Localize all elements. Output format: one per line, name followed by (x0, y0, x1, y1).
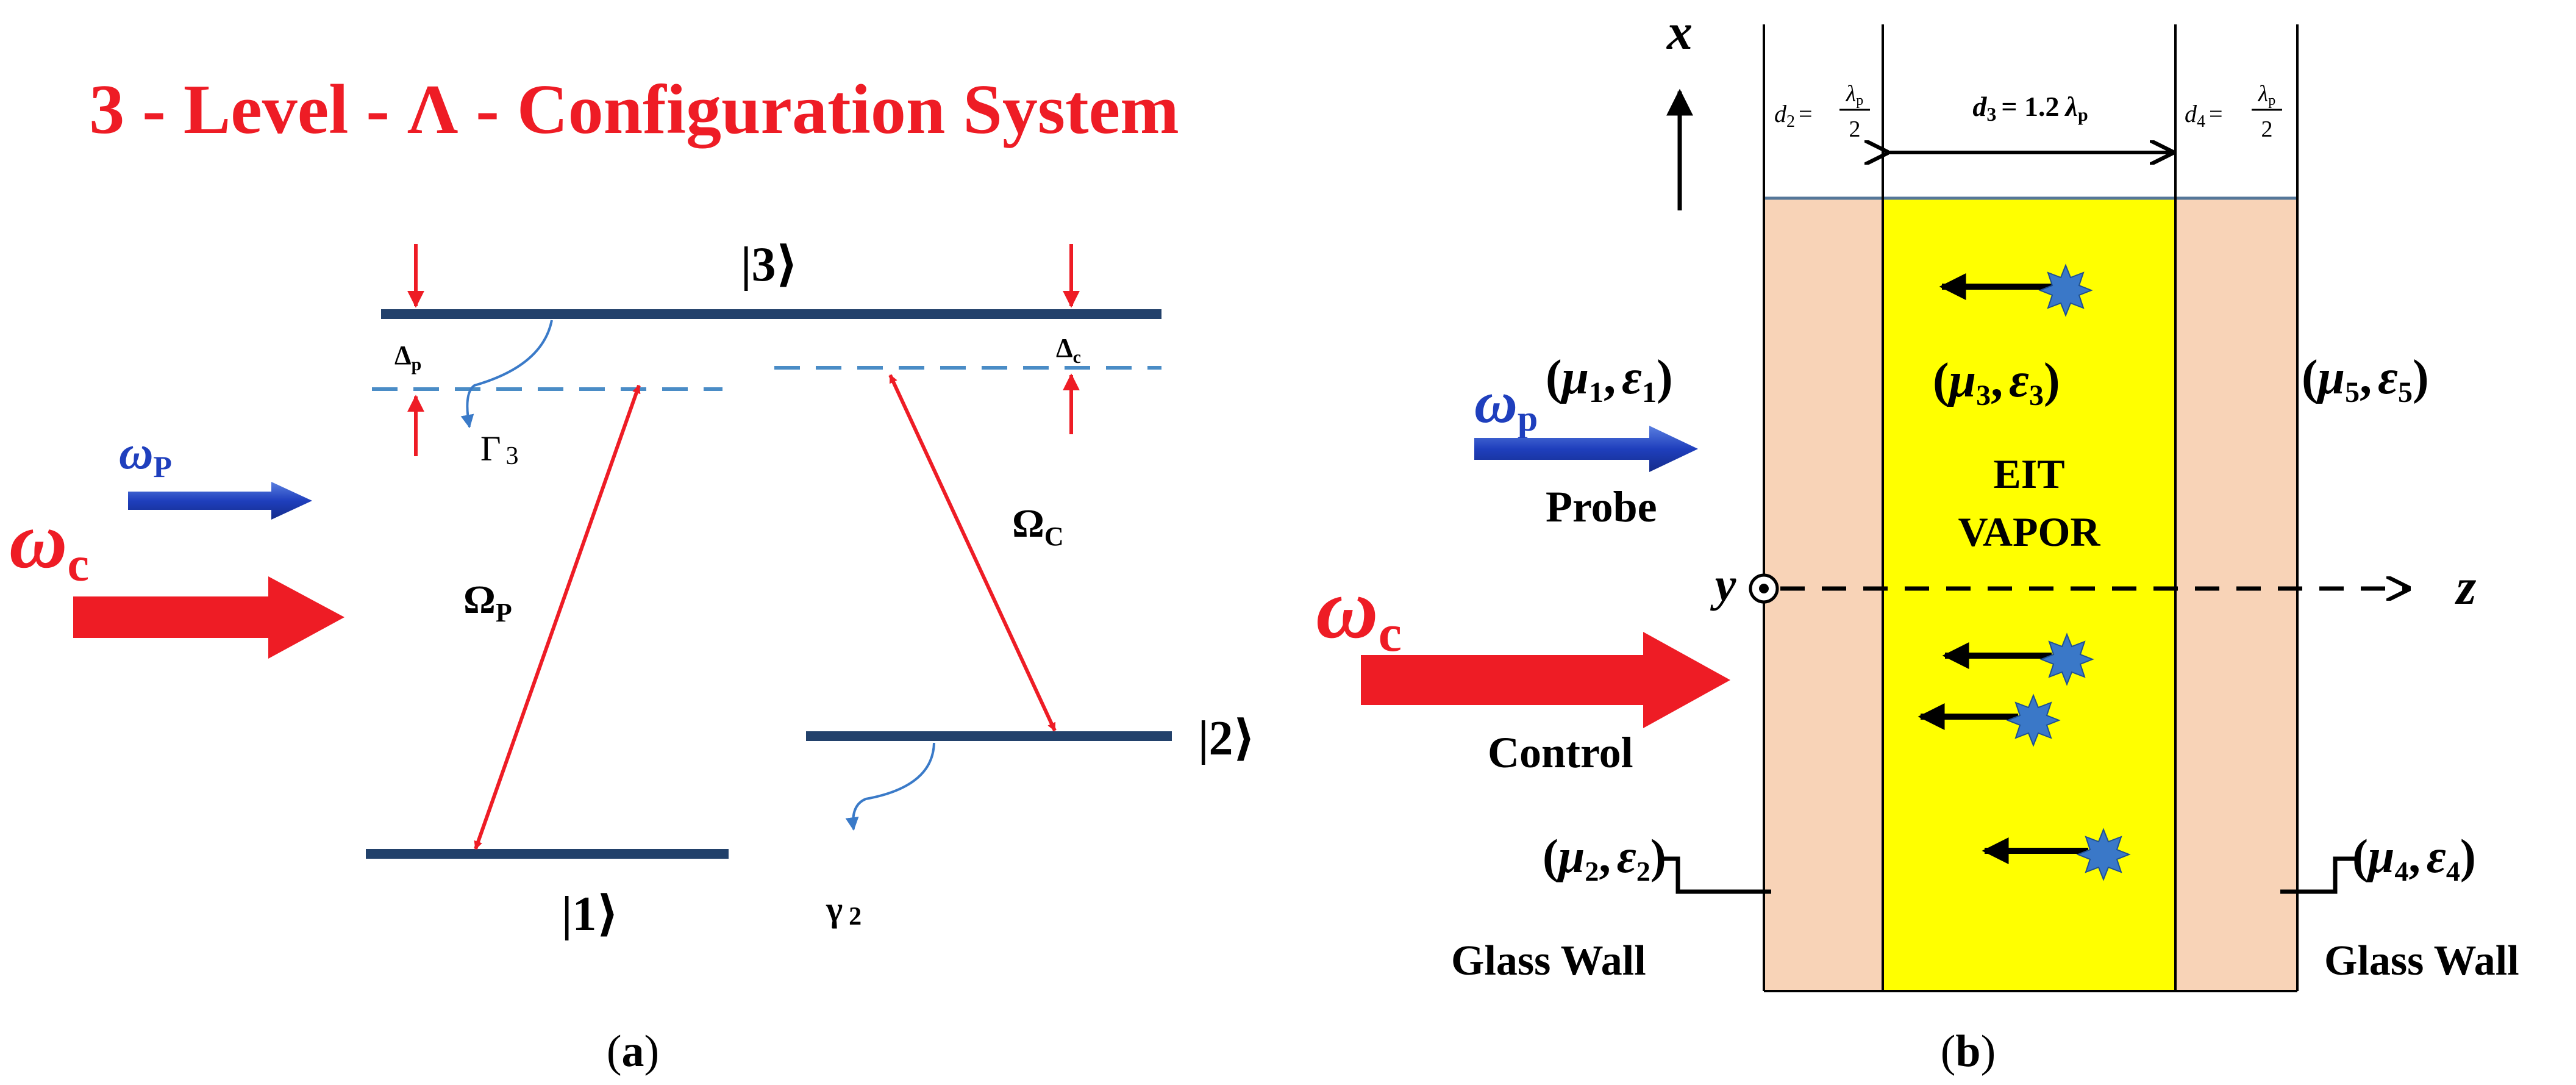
glass-wall-right-label: Glass Wall (2324, 937, 2519, 984)
control-label: Control (1488, 728, 1633, 777)
probe-label: Probe (1546, 482, 1657, 531)
panel-a-title: 3 - Level - Λ - Configuration System (89, 71, 1179, 149)
glass-wall-left-label: Glass Wall (1451, 937, 1646, 984)
medium-2-label: (μ2,ε2) (1543, 829, 1666, 887)
y-axis-label: y (1710, 558, 1736, 611)
d2-label: d2= (1774, 100, 1813, 131)
control-beam-arrow (1361, 632, 1730, 728)
medium-1-label: (μ1,ε1) (1546, 351, 1673, 409)
vapor-label-line1: EIT (1993, 451, 2064, 497)
d2-denominator: 2 (1849, 116, 1861, 142)
gamma3-decay-arrow (460, 320, 553, 429)
rabi-p-label: ΩP (463, 578, 512, 628)
delta-p-label: Δp (394, 340, 421, 374)
gamma2-decay-arrow (845, 742, 935, 831)
glass-wall-right-leader (2280, 856, 2355, 894)
omega-p-label: ωP (119, 426, 172, 484)
rabi-p-transition-arrow (474, 384, 641, 850)
d4-denominator: 2 (2261, 116, 2273, 142)
panel-a: 3 - Level - Λ - Configuration System |3⟩… (9, 71, 1255, 1076)
probe-beam-arrow (1474, 426, 1698, 472)
omega-c-beam-arrow (73, 576, 344, 659)
glass-wall-left-leader (1658, 856, 1771, 894)
medium-5-label: (μ5,ε5) (2302, 351, 2429, 409)
vapor-label-line2: VAPOR (1958, 509, 2101, 555)
atom-3 (1918, 693, 2061, 747)
omega-p-beam-arrow (128, 482, 312, 520)
d2-numerator: λp (1846, 81, 1863, 109)
vapor-region (1883, 198, 2175, 991)
omega-c-label: ωc (9, 495, 89, 592)
level-3-label: |3⟩ (741, 238, 798, 292)
medium-4-label: (μ4,ε4) (2352, 829, 2476, 887)
panel-a-caption: (a) (607, 1026, 659, 1076)
glass-wall-left-region (1764, 198, 1883, 991)
rabi-c-transition-arrow (888, 374, 1057, 732)
omega-c-label-b: ωc (1316, 560, 1402, 662)
delta-c-label: Δc (1056, 333, 1081, 367)
medium-3-label: (μ3,ε3) (1933, 354, 2060, 412)
level-2-label: |2⟩ (1198, 712, 1255, 765)
rabi-c-label: ΩC (1012, 501, 1064, 551)
level-1-label: |1⟩ (562, 887, 619, 941)
panel-b-caption: (b) (1941, 1026, 1996, 1076)
omega-p-label-b: ωp (1474, 370, 1538, 439)
glass-wall-right-region (2175, 198, 2297, 991)
d4-label: d4= (2185, 100, 2223, 131)
d4-numerator: λp (2258, 81, 2275, 109)
z-axis-label: z (2455, 559, 2477, 615)
atom-1 (1939, 263, 2093, 317)
atom-2 (1942, 632, 2094, 686)
atom-4 (1982, 828, 2131, 881)
y-axis-symbol-dot (1759, 584, 1769, 593)
x-axis-label: x (1666, 4, 1693, 60)
